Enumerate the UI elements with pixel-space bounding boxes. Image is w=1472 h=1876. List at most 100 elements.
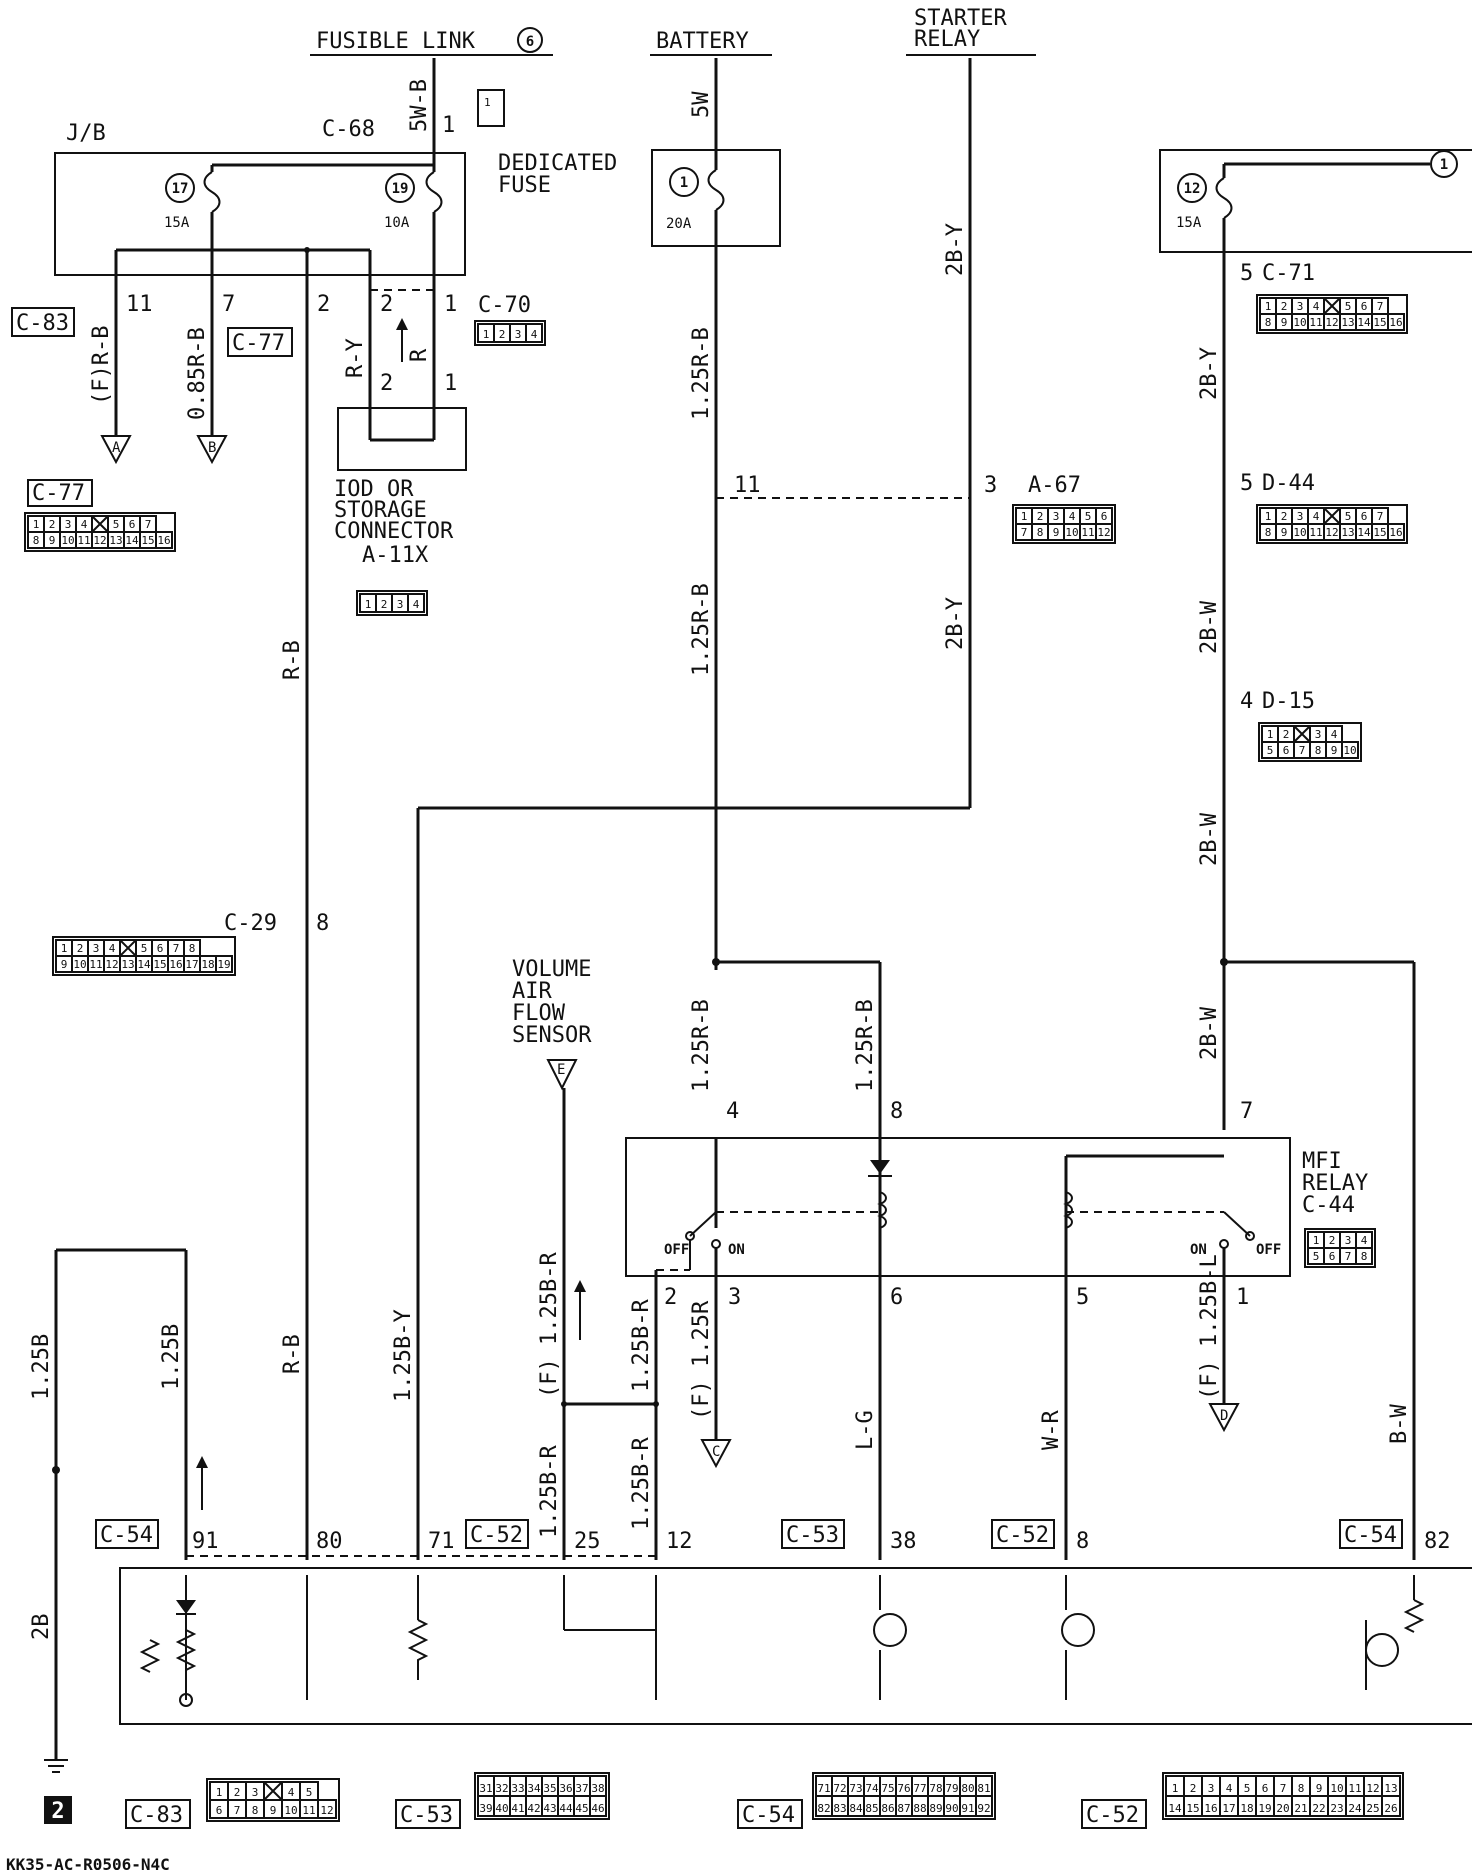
pin-number: 6 [1361,510,1368,523]
fuse-12-number: 12 [1184,181,1201,197]
wire-5wb-label: 5W-B [407,79,432,132]
pin-number: 4 [413,598,420,611]
pin-cell [1355,1247,1373,1265]
pin-number: 7 [1377,510,1384,523]
pin-cell [1387,523,1405,541]
pin-number: 3 [93,942,100,955]
a67-pin-3: 3 [984,473,997,498]
pin-blank [119,939,137,957]
mfi-pin-4: 4 [726,1099,739,1124]
pin-number: 8 [1298,1782,1305,1795]
pin-grid-frame [1012,504,1116,544]
pin-number: 37 [575,1782,588,1795]
wire-ry-label: R-Y [343,338,368,378]
pin-number: 7 [1345,1250,1352,1263]
pin-cell [589,1795,607,1817]
pin-number: 16 [169,958,182,971]
mfi-pin-2: 2 [664,1285,677,1310]
pin-number: 2 [1281,510,1288,523]
wire-125rb-d-label: 1.25R-B [853,999,878,1092]
ecu-c53-label: C-53 [786,1523,839,1548]
pin-grid-frame [206,1778,340,1822]
vaf-line-2: AIR [512,979,552,1004]
wire-2by-top-label: 2B-Y [943,223,968,276]
pin-number: 88 [913,1802,926,1815]
pin-number: 6 [1101,510,1108,523]
mfi-left-off: OFF [664,1242,689,1258]
wire-2bw-b-label: 2B-W [1197,812,1222,866]
ground-a: A [112,440,121,456]
pin-number: 9 [1281,526,1288,539]
wire-125br-c-label: 1.25B-R [537,1445,562,1538]
pin-number: 15 [1373,526,1386,539]
jb-pin-1: 1 [444,292,457,317]
mfi-label-1: MFI [1302,1149,1342,1174]
ecu-pin-91: 91 [192,1529,219,1554]
iod-connector-box [337,407,467,471]
wire-5w-label: 5W [689,91,714,118]
pin-number: 34 [527,1782,541,1795]
mfi-relay-box [625,1137,1291,1277]
wire-2b-label: 2B [29,1614,54,1641]
pin-number: 4 [1331,728,1338,741]
mfi-pin-5: 5 [1076,1285,1089,1310]
starter-relay-label-2: RELAY [914,27,980,52]
pin-cell [525,323,543,343]
legend-c83-label: C-83 [130,1803,183,1828]
left-connector-labels: C-83 C-77 C-77 [11,307,293,507]
pin-grid-frame [812,1772,996,1820]
jb-label: J/B [66,121,106,146]
mfi-pin-3: 3 [728,1285,741,1310]
pin-number: 91 [961,1802,974,1815]
pin-number: 33 [511,1782,524,1795]
pin-grid-frame [1162,1772,1404,1820]
ecu-pin-8: 8 [1076,1529,1089,1554]
mfi-label-2: RELAY [1302,1171,1368,1196]
wire-125by-label: 1.25B-Y [391,1309,416,1402]
pin-number: 24 [1348,1802,1362,1815]
wire-lg-label: L-G [853,1410,878,1450]
pin-number: 2 [234,1786,241,1799]
wire-f125bl-label: (F) 1.25B-L [1197,1254,1222,1400]
pin-number: 10 [284,1804,297,1817]
pin-cell [1095,523,1113,541]
mfi-pin-7: 7 [1240,1099,1253,1124]
pin-number: 74 [865,1782,879,1795]
jb-box [54,152,466,276]
pin-number: 2 [1190,1782,1197,1795]
pin-number: 87 [897,1802,910,1815]
junction-block: J/B C-68 1 17 15A 19 10A [54,113,466,276]
ecu-c52-label-b: C-52 [996,1523,1049,1548]
ground-c: C [712,1444,720,1460]
pin-number: 2 [49,518,56,531]
ground-e: E [557,1062,565,1078]
iod-small-connector [477,89,505,127]
pin-number: 8 [1037,526,1044,539]
fuse-12-amp: 15A [1176,215,1202,231]
c77-block-label: C-77 [32,481,85,506]
pin-number: 26 [1384,1802,1397,1815]
pin-number: 15 [153,958,166,971]
pin-number: 8 [1315,744,1322,757]
wire-bw-label: B-W [1387,1404,1412,1444]
pin-number: 41 [511,1802,524,1815]
pin-number: 6 [1262,1782,1269,1795]
pin-number: 38 [591,1782,604,1795]
pin-number: 17 [185,958,198,971]
pin-number: 86 [881,1802,894,1815]
pin-number: 6 [1361,300,1368,313]
mfi-pin-6: 6 [890,1285,903,1310]
c70-pin-1: 1 [444,371,457,396]
d44-pin: 5 [1240,471,1253,496]
pin-grid-frame [1256,504,1408,544]
jb-pin-2b: 2 [380,292,393,317]
pin-number: 11 [1348,1782,1361,1795]
pin-number: 12 [1097,526,1110,539]
wire-125b-a-label: 1.25B [29,1334,54,1400]
pin-number: 10 [1330,1782,1343,1795]
pin-number: 7 [1021,526,1028,539]
